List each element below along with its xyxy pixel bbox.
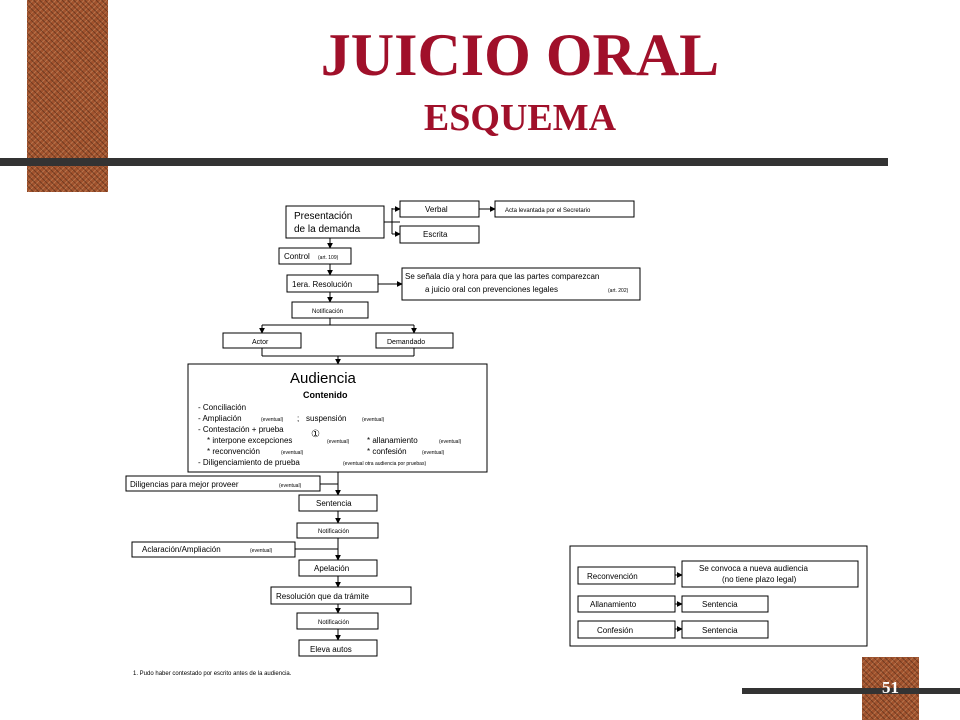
verbal-label: Verbal [425, 205, 448, 214]
reconvencion-item: * reconvención [207, 447, 260, 456]
box-aclaracion: Aclaración/Ampliación (eventual) [131, 541, 296, 558]
box-notificacion-2: Notificación [296, 522, 379, 539]
footer-rule [742, 688, 960, 694]
legend-nueva-audiencia-1: Se convoca a nueva audiencia [699, 564, 809, 573]
ampliacion-item: - Ampliación [198, 414, 242, 423]
box-resolucion-note: Se señala día y hora para que las partes… [401, 267, 641, 301]
eleva-autos-label: Eleva autos [310, 645, 352, 654]
slide-subtitle: ESQUEMA [423, 97, 617, 139]
box-diligencias: Diligencias para mejor proveer (eventual… [125, 475, 321, 492]
apelacion-label: Apelación [314, 564, 349, 573]
box-apelacion: Apelación [298, 559, 378, 577]
box-eleva-autos: Eleva autos [298, 639, 378, 657]
acta-label: Acta levantada por el Secretario [505, 208, 591, 214]
suspension-item: suspensión [306, 414, 346, 423]
demandado-label: Demandado [387, 339, 425, 346]
control-label: Control [284, 252, 310, 261]
slide-title: JUICIO ORAL [320, 22, 720, 88]
header-rule [0, 158, 888, 166]
contenido-heading: Contenido [303, 390, 348, 400]
legend-sentencia-label: Sentencia [702, 600, 738, 609]
diligencias-eventual: (eventual) [279, 483, 302, 489]
allanamiento-eventual: (eventual) [439, 439, 462, 445]
control-article: (art. 109) [318, 255, 339, 261]
separator: ; [297, 414, 299, 423]
legend-allanamiento: Allanamiento [577, 595, 676, 613]
legend-sentencia-1: Sentencia [681, 595, 769, 613]
legend-sentencia-label: Sentencia [702, 626, 738, 635]
box-primera-resolucion: 1era. Resolución [286, 274, 379, 293]
legend-confesion-label: Confesión [597, 626, 633, 635]
confesion-eventual: (eventual) [422, 450, 445, 456]
audiencia-heading: Audiencia [290, 370, 357, 387]
box-notificacion-1: Notificación [291, 301, 369, 319]
box-presentacion: Presentación de la demanda [285, 205, 385, 239]
ampliacion-eventual: (eventual) [261, 417, 284, 423]
legend-nueva-audiencia: Se convoca a nueva audiencia (no tiene p… [681, 560, 859, 588]
box-escrita: Escrita [399, 225, 480, 244]
resolucion-note-article: (art. 202) [608, 288, 629, 294]
footnote-marker: ① [311, 429, 320, 440]
box-demandado: Demandado [375, 332, 454, 349]
box-sentencia: Sentencia [298, 494, 378, 512]
reconvencion-eventual: (eventual) [281, 450, 304, 456]
box-actor: Actor [222, 332, 302, 349]
allanamiento-item: * allanamiento [367, 436, 418, 445]
diligencias-label: Diligencias para mejor proveer [130, 480, 239, 489]
notificacion-label: Notificación [318, 529, 349, 535]
sentencia-label: Sentencia [316, 499, 352, 508]
legend-allanamiento-label: Allanamiento [590, 600, 637, 609]
resolucion-note-1: Se señala día y hora para que las partes… [405, 272, 599, 281]
legend-nueva-audiencia-2: (no tiene plazo legal) [722, 575, 797, 584]
aclaracion-eventual: (eventual) [250, 548, 273, 554]
footnote: 1. Pudo haber contestado por escrito ant… [133, 671, 292, 677]
box-notificacion-3: Notificación [296, 612, 379, 630]
contestacion-item: - Contestación + prueba [198, 425, 284, 434]
notificacion-label: Notificación [318, 620, 349, 626]
presentacion-label-2: de la demanda [294, 224, 361, 235]
legend-reconvencion: Reconvención [577, 566, 676, 585]
conciliacion-item: - Conciliación [198, 403, 246, 412]
aclaracion-label: Aclaración/Ampliación [142, 545, 221, 554]
legend-reconvencion-label: Reconvención [587, 572, 638, 581]
page-number: 51 [882, 678, 899, 697]
notificacion-label: Notificación [312, 309, 343, 315]
legend-sentencia-2: Sentencia [681, 620, 769, 639]
resolucion-note-2: a juicio oral con prevenciones legales [425, 285, 558, 294]
resolucion-tramite-label: Resolución que da trámite [276, 592, 369, 601]
confesion-item: * confesión [367, 447, 407, 456]
diligenciamiento-note: (eventual otra audiencia por pruebas) [343, 461, 426, 467]
box-audiencia: Audiencia Contenido - Conciliación - Amp… [187, 363, 488, 473]
diligenciamiento-item: - Diligenciamiento de prueba [198, 458, 300, 467]
legend-confesion: Confesión [577, 620, 676, 639]
escrita-label: Escrita [423, 230, 448, 239]
box-verbal: Verbal [399, 200, 480, 218]
box-acta: Acta levantada por el Secretario [494, 200, 635, 218]
suspension-eventual: (eventual) [362, 417, 385, 423]
actor-label: Actor [252, 339, 269, 346]
interpone-item: * interpone excepciones [207, 436, 292, 445]
legend-panel: Reconvención Se convoca a nueva audienci… [569, 545, 868, 647]
box-resolucion-tramite: Resolución que da trámite [270, 586, 412, 605]
box-control: Control (art. 109) [278, 247, 352, 265]
primera-resolucion-label: 1era. Resolución [292, 280, 352, 289]
interpone-eventual: (eventual) [327, 439, 350, 445]
connectors [259, 206, 496, 641]
presentacion-label-1: Presentación [294, 211, 352, 222]
